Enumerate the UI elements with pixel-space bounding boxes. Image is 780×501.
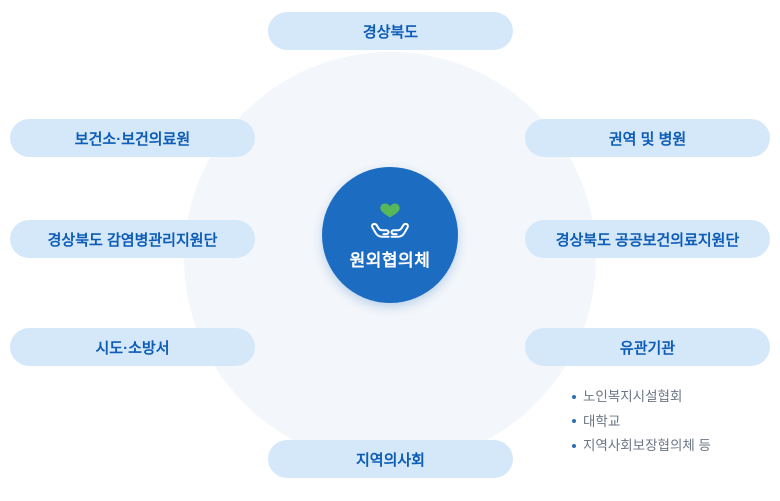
list-item-label: 지역사회보장협의체 등 — [583, 438, 711, 453]
center-node: 원외협의체 — [322, 167, 458, 303]
node-label: 시도·소방서 — [95, 339, 170, 357]
list-item-label: 대학교 — [583, 413, 621, 429]
node-label: 지역의사회 — [355, 451, 425, 469]
bullet-icon — [572, 443, 576, 448]
node-label: 경상북도 감염병관리지원단 — [47, 231, 218, 249]
node-infection-control-support-team: 경상북도 감염병관리지원단 — [10, 220, 255, 258]
node-label: 권역 및 병원 — [608, 130, 687, 148]
node-regional-hospitals: 권역 및 병원 — [525, 119, 770, 157]
node-fire-stations: 시도·소방서 — [10, 328, 255, 366]
node-label: 보건소·보건의료원 — [74, 130, 191, 148]
node-label: 경상북도 — [362, 23, 419, 41]
node-local-medical-society: 지역의사회 — [268, 440, 513, 478]
list-item: 노인복지시설협회 — [572, 390, 711, 404]
center-node-label: 원외협의체 — [349, 251, 431, 270]
bullet-icon — [572, 419, 576, 424]
list-item: 대학교 — [572, 413, 711, 429]
node-related-organizations: 유관기관 — [525, 328, 770, 366]
list-item-label: 노인복지시설협회 — [583, 389, 683, 404]
node-health-centers: 보건소·보건의료원 — [10, 119, 255, 157]
node-gyeongbuk-province: 경상북도 — [268, 12, 513, 50]
list-item: 지역사회보장협의체 등 — [572, 439, 711, 453]
hands-heart-icon — [371, 203, 409, 238]
node-label: 유관기관 — [619, 339, 676, 357]
related-organizations-list: 노인복지시설협회 대학교 지역사회보장협의체 등 — [572, 390, 711, 453]
node-label: 경상북도 공공보건의료지원단 — [555, 231, 740, 249]
node-public-health-medical-support-team: 경상북도 공공보건의료지원단 — [525, 220, 770, 258]
bullet-icon — [572, 394, 576, 399]
